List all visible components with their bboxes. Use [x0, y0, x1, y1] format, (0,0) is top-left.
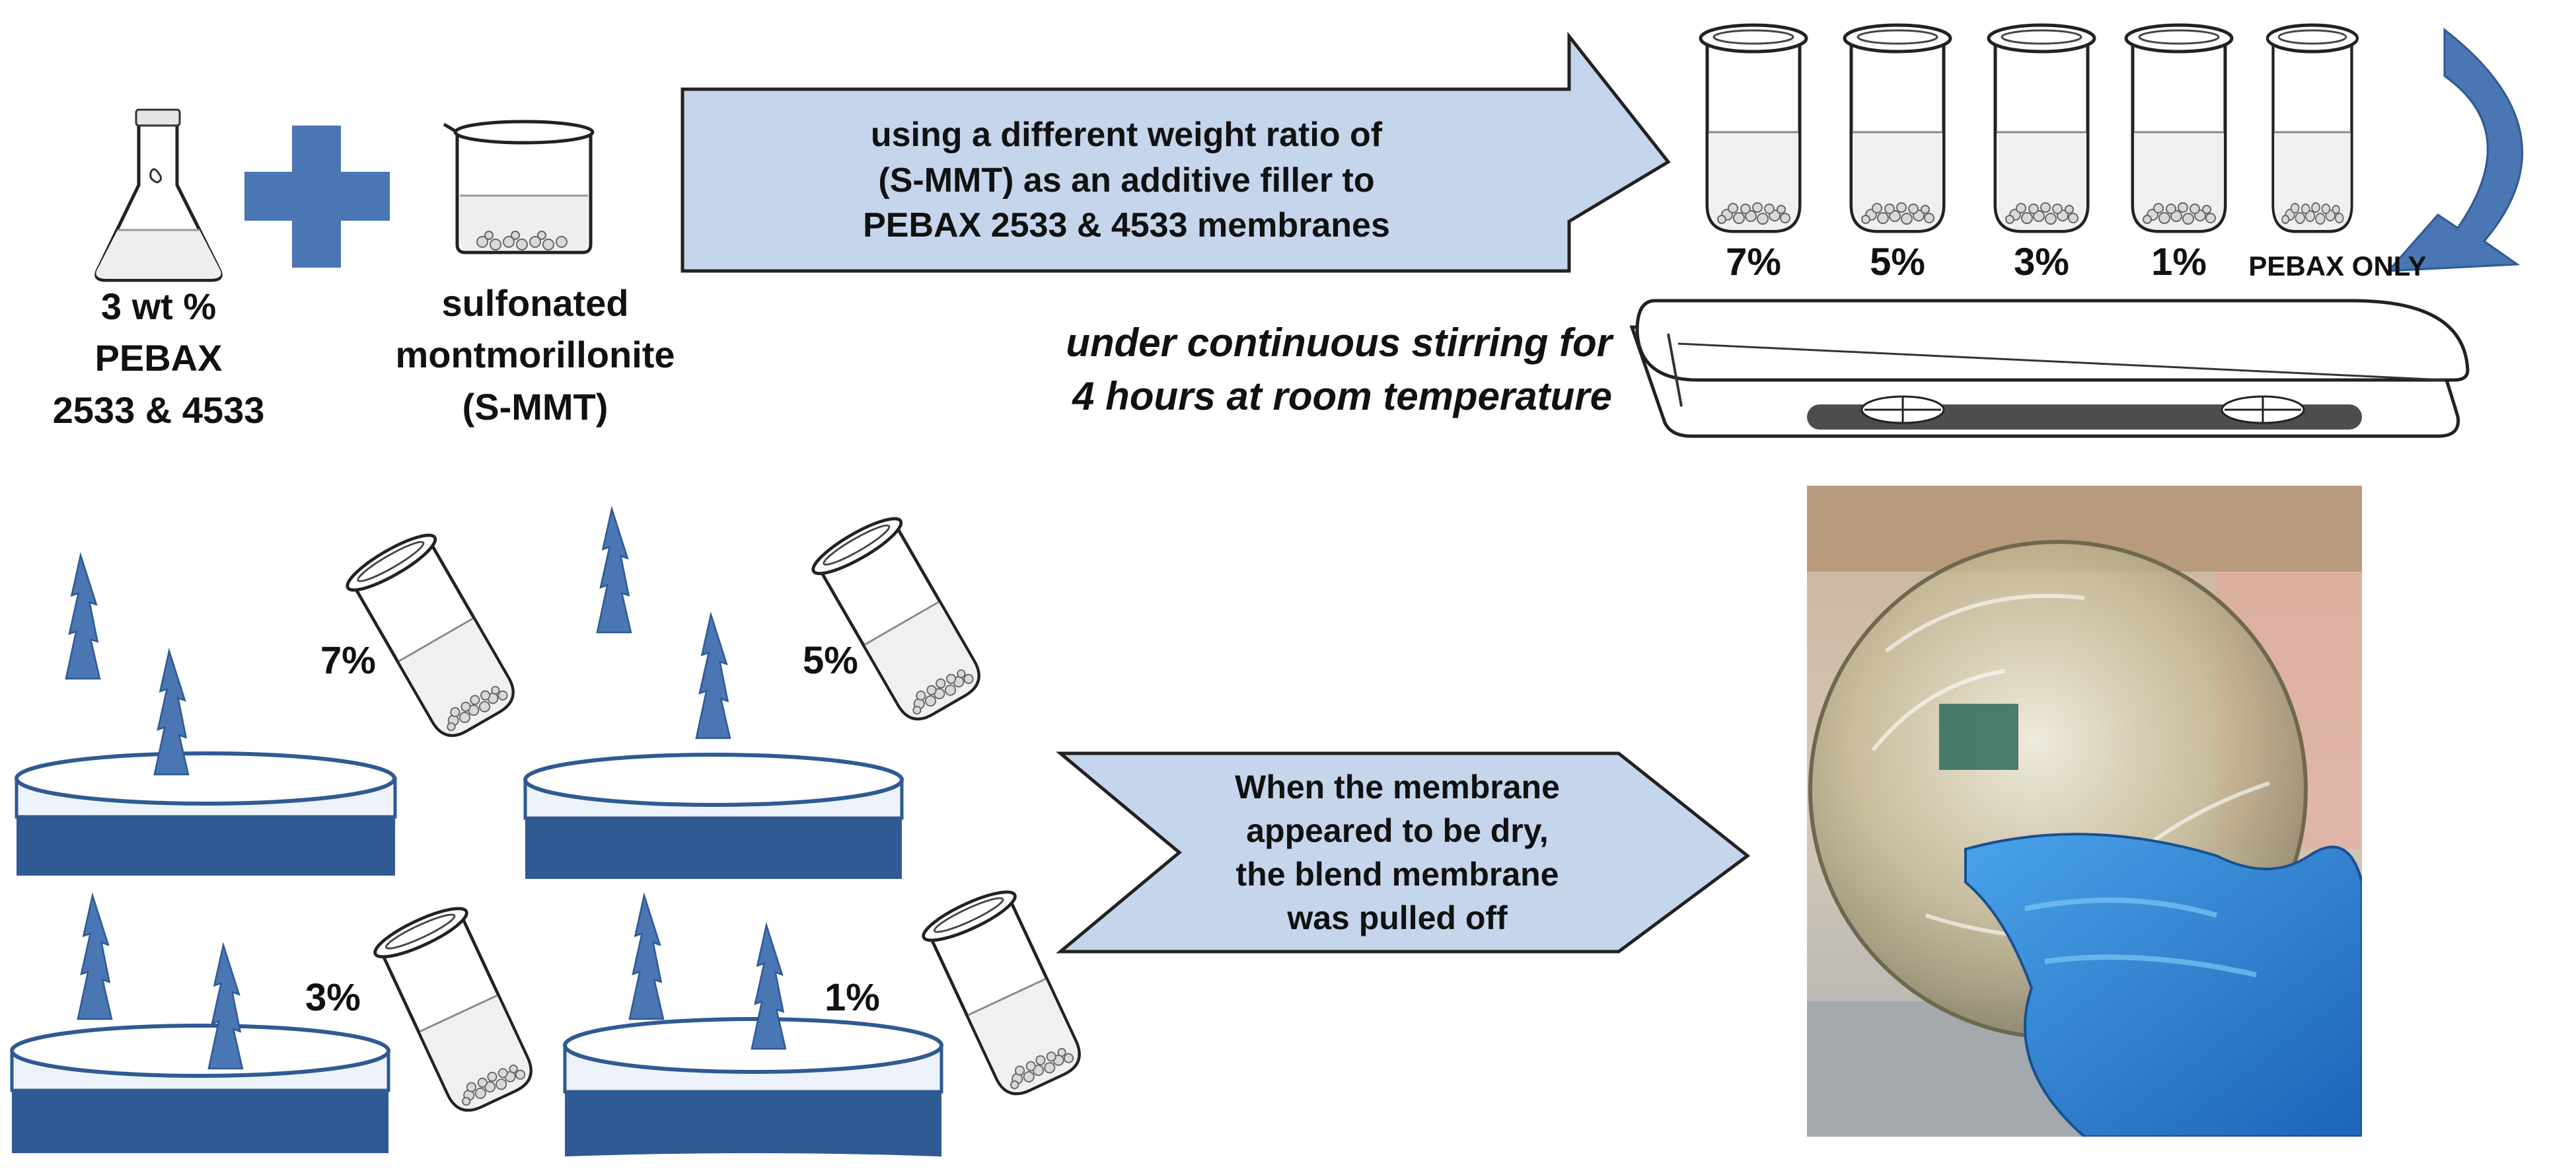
smmt-label: sulfonated montmorillonite (S-MMT) — [395, 282, 675, 428]
beaker-icon — [443, 120, 595, 254]
evaporation-arrow-icon — [695, 613, 731, 739]
vial-icon — [342, 527, 527, 747]
petri-dish-icon — [10, 1024, 390, 1153]
erlenmeyer-flask-icon — [94, 108, 223, 282]
vial-label-1: 1% — [2151, 241, 2207, 284]
casting-label-5: 5% — [803, 639, 858, 682]
petri-dish-icon — [523, 753, 904, 879]
casting-label-3: 3% — [305, 976, 361, 1019]
vial-icon — [1701, 25, 1806, 231]
stirring-text: under continuous stirring for 4 hours at… — [1066, 321, 1612, 418]
casting-label-1: 1% — [825, 976, 880, 1019]
process-arrow — [681, 31, 1671, 273]
vial-label-pebax-only: PEBAX ONLY — [2248, 250, 2427, 282]
pebax-label: 3 wt % PEBAX 2533 & 4533 — [52, 285, 265, 431]
casting-label-7: 7% — [320, 639, 376, 682]
evaporation-arrow-icon — [596, 508, 632, 634]
evaporation-arrow-icon — [65, 554, 101, 680]
curved-arrow-icon — [2386, 27, 2524, 272]
vial-icon — [807, 510, 992, 730]
vial-label-7: 7% — [1726, 241, 1781, 284]
petri-dish-icon — [15, 751, 397, 876]
vial-icon — [2267, 25, 2357, 231]
vial-icon — [1845, 25, 1950, 231]
evaporation-arrow-icon — [207, 944, 244, 1070]
plus-icon — [244, 126, 390, 268]
evaporation-arrow-icon — [77, 894, 113, 1020]
vial-label-5: 5% — [1870, 241, 1925, 284]
final-step-text: When the membrane appeared to be dry, th… — [1235, 769, 1560, 936]
vial-icon — [1989, 25, 2094, 231]
process-arrow-text: using a different weight ratio of (S-MMT… — [863, 116, 1390, 245]
evaporation-arrow-icon — [153, 650, 190, 776]
vial-label-3: 3% — [2014, 241, 2069, 284]
final-step-chevron — [1056, 751, 1751, 954]
evaporation-arrow-icon — [751, 924, 787, 1050]
magnetic-stirrer-icon — [1629, 299, 2470, 438]
membrane-photo — [1807, 486, 2362, 1137]
vial-icon — [370, 900, 544, 1120]
evaporation-arrow-icon — [628, 894, 665, 1020]
vial-icon — [918, 884, 1092, 1104]
vial-icon — [2126, 25, 2232, 231]
